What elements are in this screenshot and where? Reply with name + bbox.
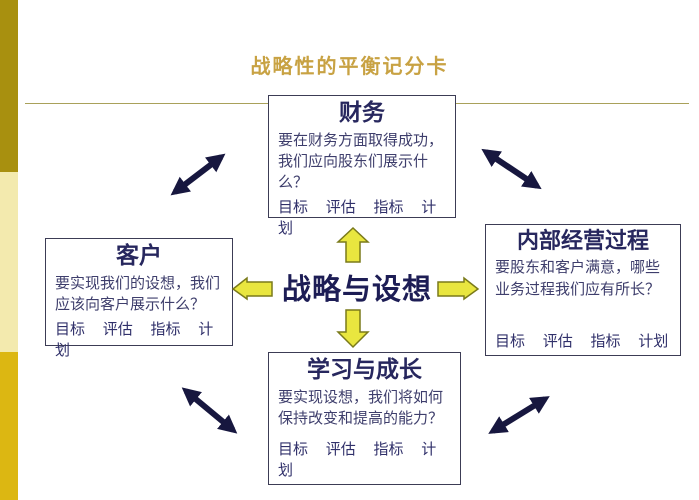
box-customer-title: 客户 xyxy=(116,243,162,268)
box-customer-measures: 目标 评估 指标 计划 xyxy=(55,318,223,360)
box-finance-measures: 目标 评估 指标 计划 xyxy=(278,196,446,238)
measure-label: 计划 xyxy=(278,442,437,479)
measure-label: 评估 xyxy=(542,334,573,350)
slide-edge-bar xyxy=(0,0,18,500)
measure-label: 指标 xyxy=(373,200,404,217)
measure-label: 评估 xyxy=(325,442,356,458)
box-learning-growth-title: 学习与成长 xyxy=(307,357,422,382)
block-arrow-down-icon xyxy=(336,309,370,349)
double-arrow-top-left-icon xyxy=(170,153,226,196)
box-learning-growth-measures: 目标 评估 指标 计划 xyxy=(278,438,451,480)
box-internal-process: 内部经营过程 要股东和客户满意，哪些业务过程我们应有所长？ 目标 评估 指标 计… xyxy=(485,224,681,356)
edge-bar-segment-top xyxy=(0,0,18,172)
slide-title: 战略性的平衡记分卡 xyxy=(250,56,449,78)
measure-label: 指标 xyxy=(590,334,621,350)
measure-label: 评估 xyxy=(325,200,356,217)
edge-bar-segment-middle xyxy=(0,172,18,352)
box-internal-process-question: 要股东和客户满意，哪些业务过程我们应有所长？ xyxy=(495,260,661,298)
box-learning-growth-question: 要实现设想，我们将如何保持改变和提高的能力？ xyxy=(278,389,444,427)
double-arrow-bottom-right-icon xyxy=(488,396,550,434)
box-learning-growth: 学习与成长 要实现设想，我们将如何保持改变和提高的能力？ 目标 评估 指标 计划 xyxy=(268,352,461,485)
measure-label: 计划 xyxy=(55,322,214,360)
box-finance-question: 要在财务方面取得成功，我们应向股东们展示什么？ xyxy=(278,132,444,192)
measure-label: 计划 xyxy=(278,200,437,238)
double-arrow-top-right-icon xyxy=(481,148,542,190)
box-internal-process-measures: 目标 评估 指标 计划 xyxy=(495,330,671,351)
measure-label: 计划 xyxy=(638,334,669,350)
measure-label: 目标 xyxy=(495,334,526,350)
box-internal-process-title: 内部经营过程 xyxy=(516,228,649,253)
box-customer-question: 要实现我们的设想，我们应该向客户展示什么？ xyxy=(55,275,221,313)
center-strategy-label: 战略与设想 xyxy=(281,274,432,306)
edge-bar-segment-bottom xyxy=(0,352,18,500)
measure-label: 目标 xyxy=(55,322,86,339)
measure-label: 目标 xyxy=(278,200,309,217)
measure-label: 指标 xyxy=(150,322,181,339)
box-finance-title: 财务 xyxy=(339,100,385,125)
box-finance: 财务 要在财务方面取得成功，我们应向股东们展示什么？ 目标 评估 指标 计划 xyxy=(268,95,456,237)
double-arrow-bottom-left-icon xyxy=(181,387,238,434)
measure-label: 目标 xyxy=(278,442,309,458)
measure-label: 指标 xyxy=(373,442,404,458)
box-customer: 客户 要实现我们的设想，我们应该向客户展示什么？ 目标 评估 指标 计划 xyxy=(45,238,233,359)
measure-label: 评估 xyxy=(102,322,133,339)
